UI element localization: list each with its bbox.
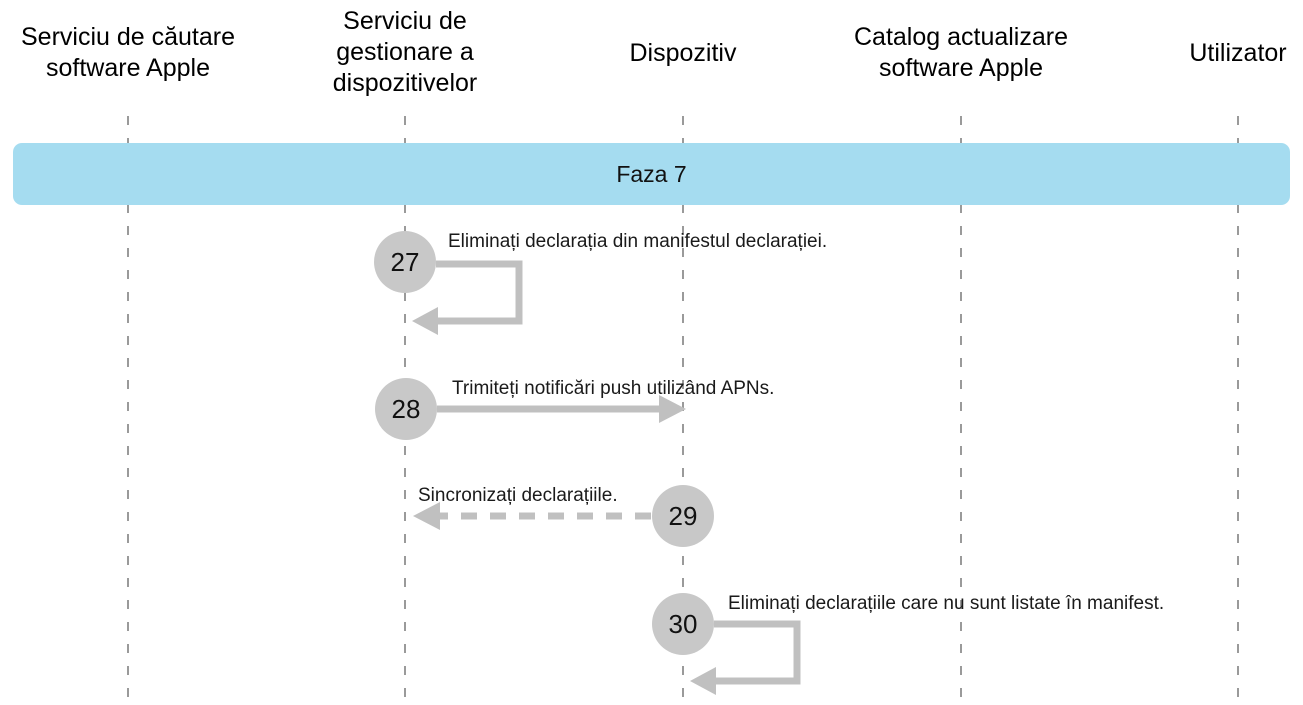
- connector-step-27: [436, 260, 523, 325]
- lane-header-user: Utilizator: [1189, 39, 1287, 67]
- step-circle-28: 28: [375, 378, 437, 440]
- lane-header-apple-software-lookup-service: Serviciu de căutare software Apple: [20, 23, 235, 82]
- phase-banner: Faza 7: [13, 143, 1290, 205]
- phase-banner-label: Faza 7: [616, 160, 687, 187]
- arrowhead-step-28: [659, 395, 686, 423]
- step-label-29: Sincronizați declarațiile.: [418, 485, 618, 506]
- step-label-30: Eliminați declarațiile care nu sunt list…: [728, 593, 1165, 614]
- arrowhead-step-30: [690, 667, 716, 695]
- lane-header-device-management-service: Serviciu de gestionare a dispozitivelor: [332, 7, 478, 97]
- step-circle-27: 27: [374, 231, 436, 293]
- lane-header-apple-software-update-catalog: Catalog actualizare software Apple: [853, 23, 1068, 82]
- step-label-27: Eliminați declarația din manifestul decl…: [448, 231, 828, 252]
- arrowhead-step-27: [412, 307, 438, 335]
- step-circle-29: 29: [652, 485, 714, 547]
- lane-header-device: Dispozitiv: [629, 39, 737, 67]
- arrowhead-step-29: [413, 502, 440, 530]
- connector-step-30: [714, 620, 801, 685]
- step-label-28: Trimiteți notificări push utilizând APNs…: [452, 378, 775, 399]
- step-circle-30: 30: [652, 593, 714, 655]
